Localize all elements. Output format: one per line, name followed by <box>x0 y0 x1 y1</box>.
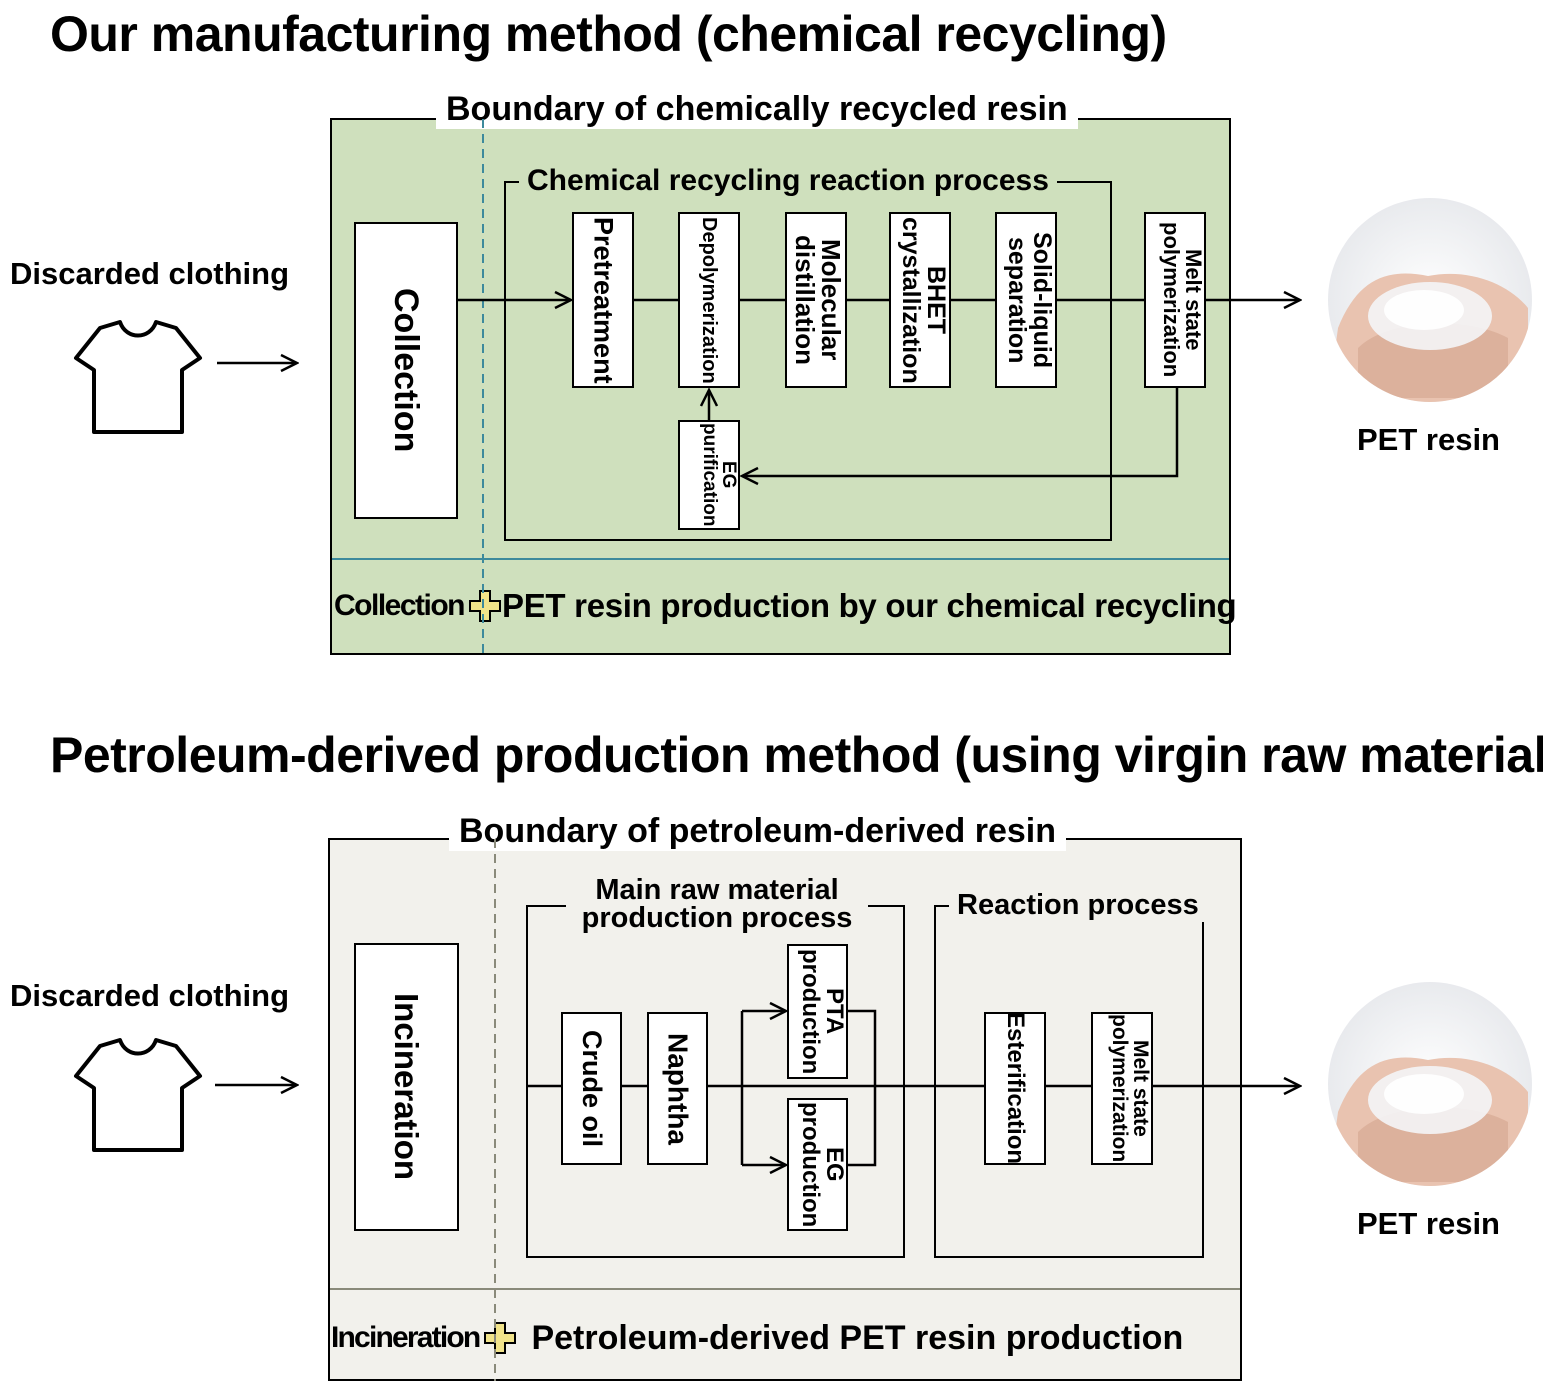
naphtha-step: Naphtha <box>647 1012 708 1165</box>
molecular-distillation-label: Molecular distillation <box>790 235 846 365</box>
section1-output-label: PET resin <box>1357 422 1500 457</box>
section1-footer-divider <box>332 558 1229 560</box>
depolymerization-label: Depolymerization <box>698 216 720 384</box>
esterification-step: Esterification <box>984 1012 1046 1165</box>
section1-footer: Collection PET resin production by our c… <box>334 585 1237 627</box>
collection-step: Collection <box>354 222 458 519</box>
section2-output-label: PET resin <box>1357 1206 1500 1241</box>
crude-oil-label: Crude oil <box>577 1029 607 1147</box>
raw-material-label: Main raw material production process <box>566 876 868 933</box>
eg-production-step: EG production <box>787 1098 848 1231</box>
pet-resin-photo <box>1328 198 1532 402</box>
plus-icon <box>468 589 502 623</box>
petroleum-boundary-label: Boundary of petroleum-derived resin <box>449 811 1066 851</box>
bhet-crystallization-step: BHET crystallization <box>889 212 951 388</box>
footer-production-text: PET resin production by our chemical rec… <box>502 587 1237 624</box>
pet-resin-photo-2 <box>1328 982 1532 1186</box>
chemical-reaction-label: Chemical recycling reaction process <box>519 164 1057 198</box>
collection-label: Collection <box>387 288 425 453</box>
melt-polymerization-label: Melt state polymerization <box>1159 222 1206 378</box>
pretreatment-label: Pretreatment <box>588 216 619 384</box>
crude-oil-step: Crude oil <box>561 1012 622 1165</box>
section2-title: Petroleum-derived production method (usi… <box>50 727 1543 783</box>
section2-input-label: Discarded clothing <box>10 978 290 1013</box>
chemical-boundary-box <box>330 118 1231 655</box>
bhet-crystallization-label: BHET crystallization <box>897 216 950 384</box>
section2-footer: Incineration Petroleum-derived PET resin… <box>331 1316 1183 1360</box>
depolymerization-step: Depolymerization <box>678 212 740 388</box>
eg-purification-step: EG purification <box>678 420 740 530</box>
naphtha-label: Naphtha <box>662 1032 694 1145</box>
chemical-boundary-label: Boundary of chemically recycled resin <box>436 89 1078 129</box>
incineration-label: Incineration <box>388 993 425 1181</box>
molecular-distillation-step: Molecular distillation <box>785 212 847 388</box>
footer-petroleum-text: Petroleum-derived PET resin production <box>531 1318 1184 1357</box>
melt-polymerization-label-2: Melt state polymerization <box>1108 1014 1152 1163</box>
plus-icon-2 <box>483 1321 517 1355</box>
eg-return-arrow <box>742 388 1179 476</box>
t-shirt-icon-2 <box>72 1036 204 1154</box>
eg-purification-label: EG purification <box>699 423 739 527</box>
pta-production-label: PTA production <box>797 948 848 1075</box>
reaction-label: Reaction process <box>949 888 1207 922</box>
eg-production-label: EG production <box>797 1101 848 1228</box>
section1-input-label: Discarded clothing <box>10 256 290 291</box>
solid-liquid-separation-label: Solid-liquid separation <box>1003 231 1056 369</box>
section2-footer-divider <box>330 1288 1240 1290</box>
incineration-step: Incineration <box>354 943 459 1231</box>
esterification-label: Esterification <box>1002 1012 1029 1165</box>
t-shirt-icon <box>72 318 204 436</box>
pretreatment-step: Pretreatment <box>572 212 634 388</box>
section1-title: Our manufacturing method (chemical recyc… <box>50 6 1167 62</box>
solid-liquid-separation-step: Solid-liquid separation <box>995 212 1057 388</box>
footer-collection-text: Collection <box>334 589 466 622</box>
footer-incineration-text: Incineration <box>331 1321 481 1354</box>
melt-polymerization-step: Melt state polymerization <box>1144 212 1206 388</box>
pta-production-step: PTA production <box>787 944 848 1079</box>
melt-polymerization-step-2: Melt state polymerization <box>1091 1012 1153 1165</box>
